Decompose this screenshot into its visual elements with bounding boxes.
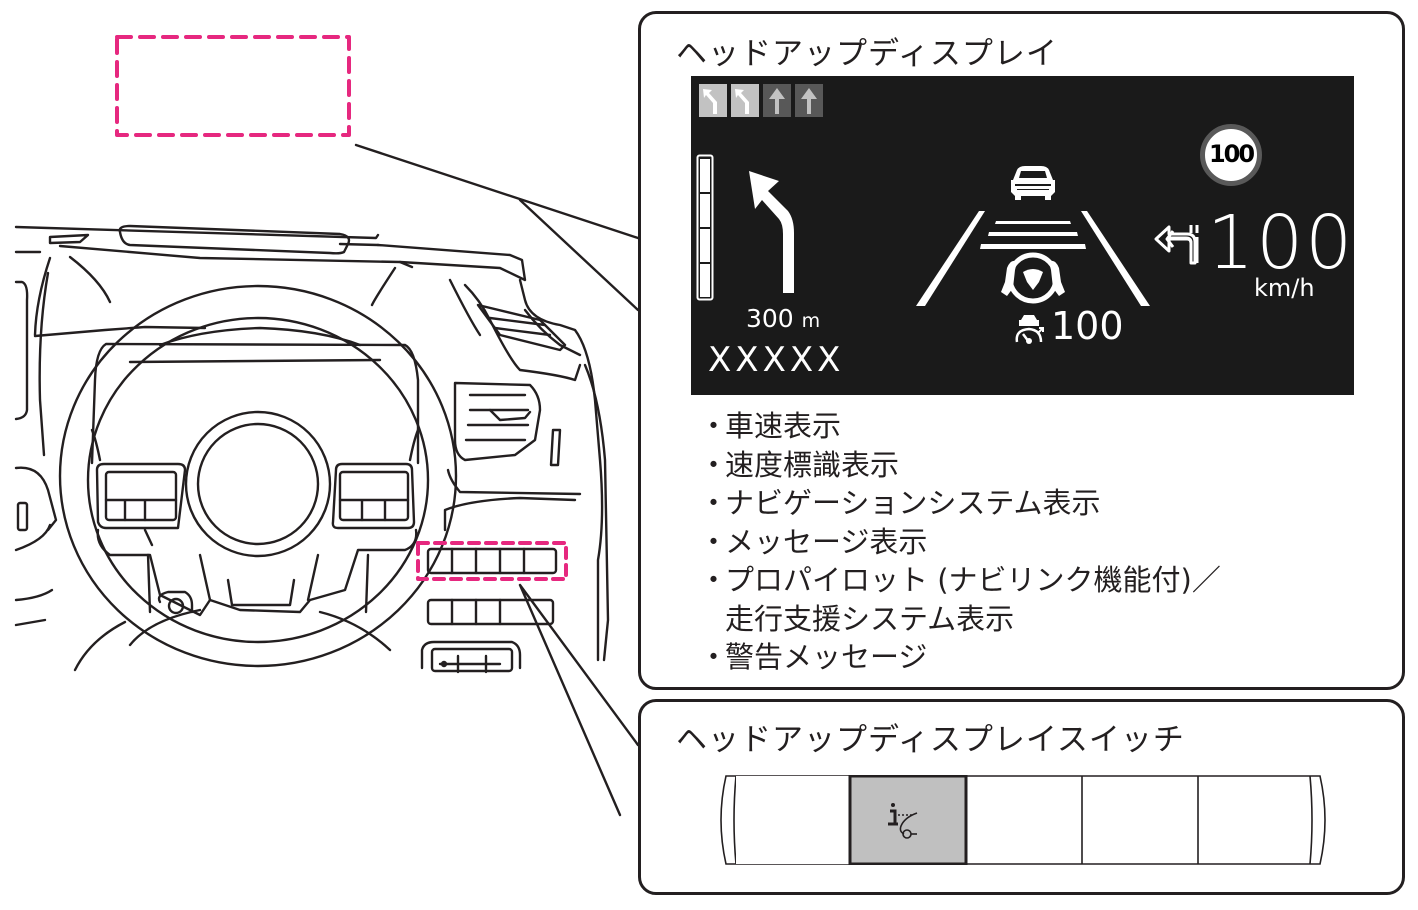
propilot-set-speed: 100 (1051, 304, 1124, 348)
door-trim (14, 466, 58, 627)
hud-projection-area-highlight (115, 35, 351, 137)
propilot-lane-graphic (916, 166, 1150, 306)
hud-panel-title: ヘッドアップディスプレイ (676, 36, 1058, 72)
straight-arrow-icon (801, 88, 817, 114)
lane-line-right (1081, 211, 1150, 306)
lane-change-left-icon (1154, 225, 1199, 265)
lane-guidance-left-turn (699, 84, 727, 117)
feature-item: ・プロパイロット (ナビリンク機能付)／ (699, 563, 1221, 597)
straight-arrow-icon (769, 88, 785, 114)
hud-feature-list: ・車速表示 ・速度標識表示 ・ナビゲーションシステム表示 ・メッセージ表示 ・プ… (699, 407, 1221, 677)
distance-bar (696, 154, 714, 301)
feature-item: ・警告メッセージ (699, 640, 928, 674)
hud-switch-panel-title: ヘッドアップディスプレイスイッチ (676, 722, 1185, 758)
switch-callout-line (518, 583, 640, 817)
hud-switch-panel: ヘッドアップディスプレイスイッチ (638, 699, 1405, 895)
left-turn-arrow-icon (735, 89, 749, 114)
distance-readout: 300 m (746, 304, 820, 333)
distance-bar-segment (700, 194, 710, 227)
feature-item-continuation: 走行支援システム表示 (725, 601, 1015, 636)
instrument-cluster (90, 326, 420, 465)
distance-bar-segment (700, 229, 710, 262)
following-distance-bars (980, 221, 1086, 249)
propilot-set-speed-icon (1015, 315, 1044, 344)
hud-panel: ヘッドアップディスプレイ (638, 11, 1405, 690)
center-console (416, 381, 582, 674)
distance-bar-segment (700, 159, 710, 192)
vehicle-speed-unit: km/h (1254, 274, 1315, 302)
feature-item: ・速度標識表示 (699, 447, 900, 482)
feature-item: ・メッセージ表示 (699, 524, 928, 559)
left-turn-arrow-icon (703, 89, 717, 114)
lead-vehicle-icon (1011, 166, 1055, 200)
lane-guidance-left-turn (731, 84, 759, 117)
switch-button[interactable] (736, 776, 850, 864)
hud-screen: 300 m XXXXX (691, 76, 1354, 395)
feature-item: ・ナビゲーションシステム表示 (699, 486, 1101, 520)
steering-assist-icon (1001, 252, 1065, 304)
distance-value: 300 (746, 304, 794, 333)
hud-switch-area-highlight (416, 541, 568, 581)
lane-line-left (916, 211, 985, 306)
lane-guidance-straight (795, 84, 823, 117)
distance-unit: m (801, 310, 821, 332)
hud-switch-button[interactable] (848, 775, 968, 865)
dashboard-outline (14, 224, 610, 662)
hud-info-icon (888, 803, 918, 839)
switch-bank (720, 775, 1326, 865)
steering-wheel (58, 284, 458, 672)
left-turn-arrow-icon (749, 171, 794, 293)
speed-limit-value: 100 (1208, 140, 1255, 168)
hud-callout-line (354, 143, 640, 240)
lane-guidance-straight (763, 84, 791, 117)
street-name: XXXXX (708, 340, 845, 380)
distance-bar-segment (700, 264, 710, 297)
vehicle-speed: 100 (1207, 200, 1355, 286)
hud-callout-line-2 (518, 198, 640, 312)
speed-limit-sign: 100 (1200, 124, 1262, 186)
feature-item: ・車速表示 (699, 409, 842, 443)
